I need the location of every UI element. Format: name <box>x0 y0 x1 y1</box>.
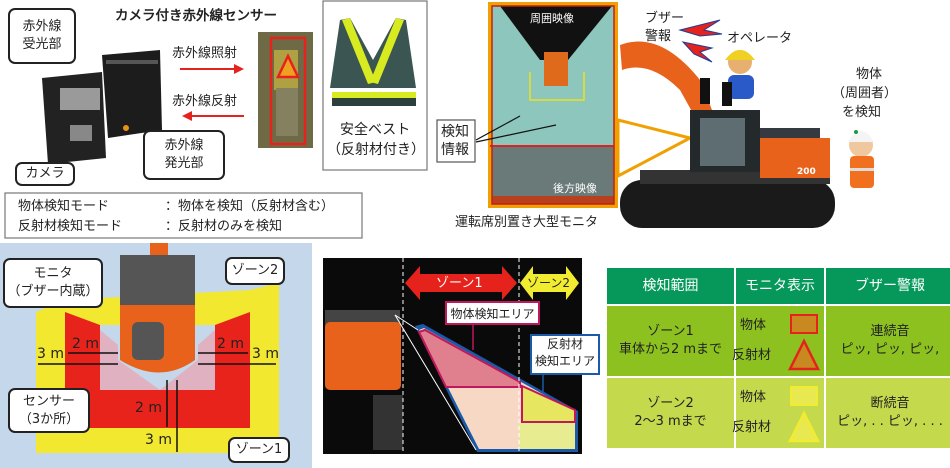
monitor-link-lines <box>616 118 695 179</box>
emitter-label: 赤外線 <box>164 138 204 153</box>
monitor-callout: モニタ （ブザー内蔵） <box>3 258 103 308</box>
reflector-triangle-icon <box>787 338 821 371</box>
object-text: 物体 <box>740 390 767 405</box>
distance-3m-right: 3 m <box>252 346 279 362</box>
object-label: （周囲者） <box>832 86 898 101</box>
object-area-label: 物体検知エリア <box>445 301 540 325</box>
bystander-icon <box>848 130 874 188</box>
vest-sub-label: （反射材付き） <box>327 142 425 158</box>
zone2-callout: ゾーン2 <box>225 257 285 285</box>
object-square-icon <box>790 386 818 406</box>
range-cell: ゾーン1 車体から2 mまで <box>607 306 734 376</box>
mode-name: 反射材検知モード <box>18 219 123 234</box>
table-header: ブザー警報 <box>826 268 950 304</box>
sensor-callout-label: センサー <box>22 393 75 409</box>
distance-2m-right: 2 m <box>217 336 244 352</box>
sensor-device-illustration <box>42 50 162 164</box>
object-text: 物体 <box>740 318 767 333</box>
buzzer-label: ブザー <box>645 11 685 26</box>
sensor-callout-label: （3か所） <box>18 411 80 427</box>
reflector-text: 反射材 <box>732 348 772 363</box>
monitor-callout-label: モニタ <box>33 266 73 281</box>
pointer-line <box>475 115 521 141</box>
reflector-triangle-icon <box>787 410 821 443</box>
detect-info-label: 情報 <box>441 142 469 158</box>
sensor-title: カメラ付き赤外線センサー <box>115 8 277 24</box>
operator-icon <box>700 50 755 106</box>
rear-view-label: 後方映像 <box>553 182 597 195</box>
receiver-label: 受光部 <box>22 37 62 52</box>
monitor-callout-label: （ブザー内蔵） <box>7 284 99 299</box>
side-zone2-label: ゾーン2 <box>527 276 571 290</box>
irradiation-label: 赤外線照射 <box>172 46 238 61</box>
object-square-icon <box>790 314 818 334</box>
camera-label: カメラ <box>25 166 65 181</box>
buzzer-cell: 断続音ピッ, . . ピッ, . . . <box>826 378 950 448</box>
mode-desc: ：反射材のみを検知 <box>165 219 283 234</box>
ir-reflection-arrow <box>182 111 244 121</box>
operator-label: オペレータ <box>727 31 793 46</box>
object-label: を検知 <box>842 105 882 120</box>
receiver-callout: 赤外線受光部 <box>8 8 76 64</box>
table-header: 検知範囲 <box>607 268 734 304</box>
distance-arrows <box>38 352 276 452</box>
ir-irradiation-arrow <box>180 64 244 74</box>
buzzer-text: 断続音 <box>870 396 910 411</box>
excavator-illustration <box>620 41 835 228</box>
range-text: 車体から2 mまで <box>618 342 723 357</box>
large-monitor <box>488 2 618 208</box>
detection-table: 検知範囲 モニタ表示 ブザー警報 ゾーン1 車体から2 mまで 物体 反射材 連続… <box>607 268 950 448</box>
distance-3m-rear: 3 m <box>145 432 172 448</box>
mode-desc: ：物体を検知（反射材含む） <box>165 199 335 214</box>
side-zone1-label: ゾーン1 <box>436 276 483 291</box>
zone2-label: ゾーン2 <box>231 263 279 278</box>
buzzer-text: ピッ, . . ピッ, . . . <box>837 414 943 429</box>
reflector-text: 反射材 <box>732 420 772 435</box>
pointer-line <box>475 124 557 143</box>
range-text: ゾーン1 <box>647 324 694 339</box>
reflector-area-text: 反射材 <box>546 337 583 351</box>
buzzer-cell: 連続音ピッ, ピッ, ピッ, <box>826 306 950 376</box>
worker-photo <box>258 32 313 148</box>
reflector-area-text: 検知エリア <box>534 354 595 368</box>
object-label: 物体 <box>855 67 882 82</box>
detect-info-box <box>436 119 476 163</box>
range-cell: ゾーン2 2～3 mまで <box>607 378 734 448</box>
distance-2m-rear: 2 m <box>135 400 162 416</box>
reflection-label: 赤外線反射 <box>172 94 238 109</box>
vest-label: 安全ベスト <box>340 122 411 138</box>
zone1-label: ゾーン1 <box>235 442 283 457</box>
detect-info-label: 検知 <box>441 124 469 140</box>
monitor-cell: 物体 反射材 <box>732 378 824 448</box>
sensor-callout: センサー （3か所） <box>8 388 90 433</box>
safety-vest-icon <box>330 18 416 106</box>
emitter-label: 発光部 <box>164 156 204 171</box>
monitor-caption: 運転席別置き大型モニタ <box>455 215 599 230</box>
emitter-callout: 赤外線発光部 <box>143 130 225 180</box>
mode-box <box>4 192 363 239</box>
reflector-area-label: 反射材検知エリア <box>530 334 600 375</box>
zone1-callout: ゾーン1 <box>228 437 290 463</box>
buzzer-warning-icon <box>678 19 723 63</box>
buzzer-text: ピッ, ピッ, ピッ, <box>840 342 940 357</box>
table-header: モニタ表示 <box>736 268 824 304</box>
receiver-label: 赤外線 <box>22 19 62 34</box>
distance-3m-left: 3 m <box>37 346 64 362</box>
buzzer-label: 警報 <box>645 29 672 44</box>
distance-2m-left: 2 m <box>72 336 99 352</box>
monitor-cell: 物体 反射材 <box>732 306 824 376</box>
buzzer-text: 連続音 <box>870 324 910 339</box>
model-badge: 200 <box>797 167 816 177</box>
range-text: ゾーン2 <box>647 396 694 411</box>
surround-view-label: 周囲映像 <box>530 12 574 25</box>
range-text: 2～3 mまで <box>634 414 707 429</box>
mode-name: 物体検知モード <box>18 199 110 214</box>
camera-callout: カメラ <box>15 162 75 186</box>
